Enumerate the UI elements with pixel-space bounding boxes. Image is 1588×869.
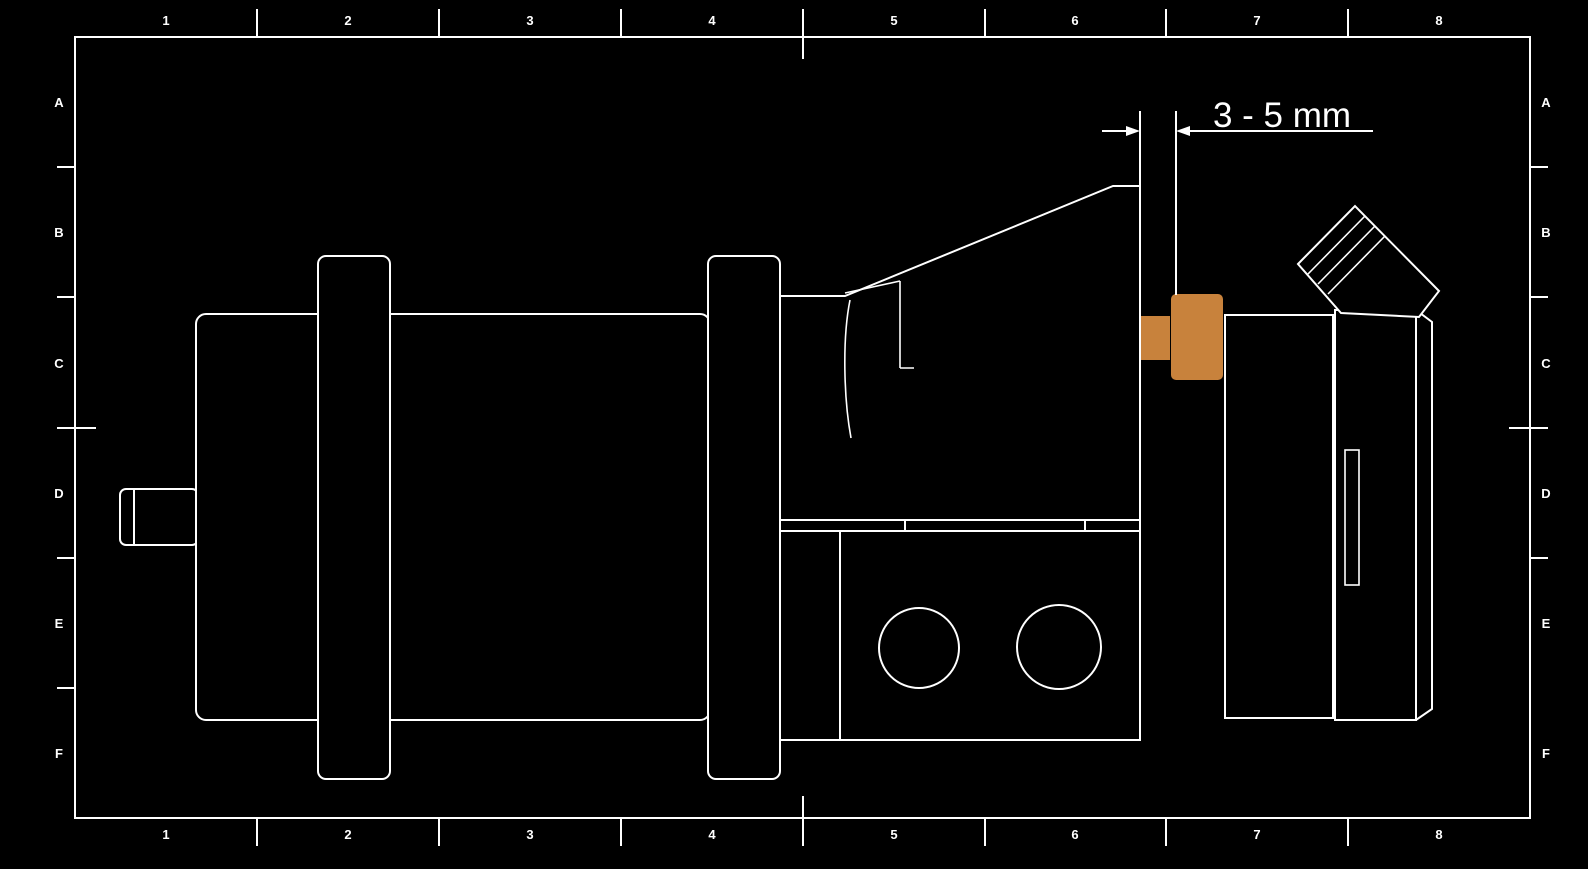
grid-ruler: 1 2 3 4 5 6 7 8 1 2 3 4 5 6 7 8 A B C D …: [54, 9, 1551, 846]
col-label-bottom-2: 2: [344, 827, 351, 842]
row-label-right-d: D: [1541, 486, 1550, 501]
col-label-top-1: 1: [162, 13, 169, 28]
dimension-annotation: 3 - 5 mm: [1102, 96, 1373, 295]
col-label-bottom-4: 4: [708, 827, 716, 842]
col-label-top-4: 4: [708, 13, 716, 28]
row-label-right-a: A: [1541, 95, 1551, 110]
torch-assembly-drawing: [119, 185, 1441, 780]
right-body-slot-detail: [1344, 449, 1360, 586]
ruler-ticks-top: [256, 9, 1349, 59]
col-label-bottom-1: 1: [162, 827, 169, 842]
col-label-top-2: 2: [344, 13, 351, 28]
col-label-bottom-3: 3: [526, 827, 533, 842]
row-label-right-c: C: [1541, 356, 1551, 371]
row-label-left-c: C: [54, 356, 64, 371]
drive-roll-opening-right: [1016, 604, 1102, 690]
neck-cylinder: [1224, 314, 1334, 719]
ruler-ticks-right: [1509, 166, 1548, 559]
col-label-bottom-6: 6: [1071, 827, 1078, 842]
col-label-bottom-7: 7: [1253, 827, 1260, 842]
col-label-top-6: 6: [1071, 13, 1078, 28]
col-label-bottom-5: 5: [890, 827, 897, 842]
row-label-left-a: A: [54, 95, 64, 110]
row-label-left-e: E: [55, 616, 64, 631]
right-end-body: [1334, 309, 1433, 721]
angled-connector-flats: [1307, 215, 1386, 295]
col-label-top-7: 7: [1253, 13, 1260, 28]
rear-connector-stub: [119, 488, 199, 546]
highlighted-tip-insert: [1141, 316, 1170, 360]
dimension-label: 3 - 5 mm: [1213, 96, 1351, 135]
angled-connector: [1296, 204, 1441, 319]
housing-divider-lines: [779, 519, 1141, 532]
row-label-right-f: F: [1542, 746, 1550, 761]
row-label-right-e: E: [1542, 616, 1551, 631]
motor-body: [195, 313, 711, 721]
drive-roll-opening-left: [878, 607, 960, 689]
row-label-right-b: B: [1541, 225, 1550, 240]
dimension-arrow-left: [1126, 126, 1140, 136]
row-label-left-b: B: [54, 225, 63, 240]
col-label-top-8: 8: [1435, 13, 1442, 28]
wire-inlet-detail: [844, 280, 914, 439]
highlighted-tip-body: [1171, 294, 1223, 380]
mounting-flange-right: [707, 255, 781, 780]
ruler-ticks-left: [57, 166, 96, 689]
col-label-top-3: 3: [526, 13, 533, 28]
row-label-left-f: F: [55, 746, 63, 761]
row-label-left-d: D: [54, 486, 63, 501]
dimension-arrow-right: [1176, 126, 1190, 136]
ruler-ticks-bottom: [256, 796, 1349, 846]
col-label-bottom-8: 8: [1435, 827, 1442, 842]
col-label-top-5: 5: [890, 13, 897, 28]
mounting-flange-left: [317, 255, 391, 780]
